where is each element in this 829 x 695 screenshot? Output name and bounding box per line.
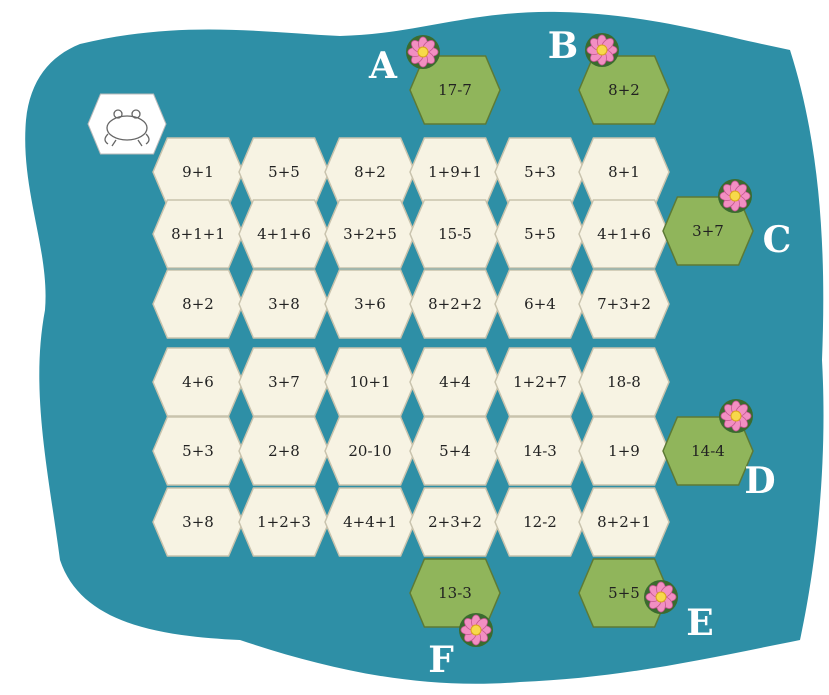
tile-expression: 5+3 [182,442,214,460]
water-lily-icon [585,33,619,67]
tile-expression: 14-3 [523,442,557,460]
hex-tile[interactable]: 8+2 [153,270,243,338]
hex-tile[interactable]: 9+1 [153,138,243,206]
hex-tile[interactable]: 6+4 [495,270,585,338]
hex-tile[interactable]: 18-8 [579,348,669,416]
hex-tile[interactable]: 2+3+2 [410,488,500,556]
tile-expression: 4+1+6 [257,225,311,243]
target-expression: 3+7 [692,222,724,240]
tile-expression: 4+4+1 [343,513,397,531]
tile-expression: 4+6 [182,373,214,391]
hex-tile[interactable]: 1+9+1 [410,138,500,206]
tile-expression: 3+7 [268,373,300,391]
hex-tile[interactable]: 4+4+1 [325,488,415,556]
hex-tile[interactable]: 5+3 [495,138,585,206]
tile-expression: 4+1+6 [597,225,651,243]
tile-expression: 12-2 [523,513,557,531]
hex-tile[interactable]: 8+2 [325,138,415,206]
target-letter: D [744,460,775,502]
target-hex-b[interactable]: 8+2 [579,56,669,124]
water-lily-icon [719,399,753,433]
hex-tile[interactable]: 8+1 [579,138,669,206]
hex-tile[interactable]: 5+5 [239,138,329,206]
tile-expression: 1+2+7 [513,373,567,391]
target-letter: E [686,602,713,644]
target-expression: 17-7 [438,81,472,99]
hex-tile[interactable]: 1+2+7 [495,348,585,416]
hex-tile[interactable]: 4+6 [153,348,243,416]
hex-tile[interactable]: 1+9 [579,417,669,485]
tile-expression: 1+2+3 [257,513,311,531]
tile-expression: 15-5 [438,225,472,243]
target-expression: 8+2 [608,81,640,99]
hex-tile[interactable]: 5+4 [410,417,500,485]
hex-tile[interactable]: 8+1+1 [153,200,243,268]
water-lily-icon [459,613,493,647]
hex-tile[interactable]: 3+6 [325,270,415,338]
hex-tile[interactable]: 15-5 [410,200,500,268]
tile-expression: 5+5 [524,225,556,243]
tile-expression: 8+2+1 [597,513,651,531]
hex-tile[interactable]: 3+7 [239,348,329,416]
hex-tile[interactable]: 5+5 [495,200,585,268]
tile-expression: 5+5 [268,163,300,181]
target-expression: 13-3 [438,584,472,602]
hex-tile[interactable]: 3+8 [153,488,243,556]
target-expression: 14-4 [691,442,725,460]
tile-expression: 7+3+2 [597,295,651,313]
tile-expression: 2+3+2 [428,513,482,531]
hex-tile[interactable]: 4+1+6 [579,200,669,268]
tile-expression: 1+9+1 [428,163,482,181]
water-lily-icon [644,580,678,614]
tile-expression: 4+4 [439,373,471,391]
tile-expression: 6+4 [524,295,556,313]
hex-tile[interactable]: 3+2+5 [325,200,415,268]
tile-expression: 9+1 [182,163,214,181]
hex-tile[interactable]: 10+1 [325,348,415,416]
tile-expression: 5+4 [439,442,471,460]
hex-tile[interactable]: 14-3 [495,417,585,485]
hex-tile[interactable]: 5+3 [153,417,243,485]
tile-expression: 3+6 [354,295,386,313]
tile-expression: 5+3 [524,163,556,181]
tile-expression: 3+8 [182,513,214,531]
hex-tile[interactable]: 1+2+3 [239,488,329,556]
hex-tile[interactable]: 12-2 [495,488,585,556]
water-lily-icon [718,179,752,213]
tile-expression: 8+2 [354,163,386,181]
hex-tile[interactable]: 2+8 [239,417,329,485]
tile-expression: 3+8 [268,295,300,313]
hex-tile[interactable]: 20-10 [325,417,415,485]
tile-expression: 8+2+2 [428,295,482,313]
frog-start-hex[interactable] [88,94,166,154]
hex-tile[interactable]: 7+3+2 [579,270,669,338]
tile-expression: 10+1 [349,373,390,391]
water-lily-icon [406,35,440,69]
target-letter: F [428,639,454,681]
hex-tile[interactable]: 8+2+1 [579,488,669,556]
hex-tile[interactable]: 3+8 [239,270,329,338]
tile-expression: 1+9 [608,442,640,460]
target-letter: A [368,45,398,87]
tile-expression: 8+2 [182,295,214,313]
tile-expression: 8+1+1 [171,225,225,243]
tile-expression: 18-8 [607,373,641,391]
hex-tile[interactable]: 8+2+2 [410,270,500,338]
target-expression: 5+5 [608,584,640,602]
tile-expression: 3+2+5 [343,225,397,243]
target-letter: B [548,25,578,67]
target-letter: C [763,219,792,261]
hex-tile[interactable]: 4+1+6 [239,200,329,268]
tile-expression: 2+8 [268,442,300,460]
hex-tile[interactable]: 4+4 [410,348,500,416]
tile-expression: 20-10 [348,442,391,460]
tile-expression: 8+1 [608,163,640,181]
